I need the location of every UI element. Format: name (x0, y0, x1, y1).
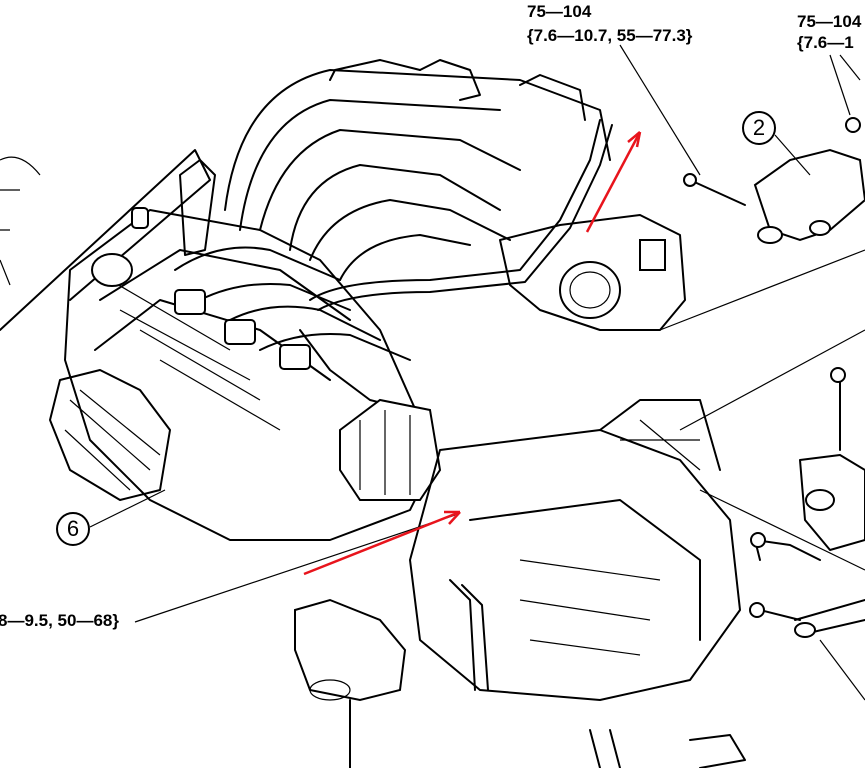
torque-spec-top-right: 75—104 {7.6—1 (797, 13, 861, 52)
torque-spec-left: 8—9.5, 50—68} (0, 612, 119, 630)
throttle-body (499, 214, 686, 331)
callout-2: 2 (742, 111, 776, 145)
alternator (49, 369, 171, 501)
torque-spec-metric: {7.6—1 (797, 33, 854, 52)
red-arrows (303, 131, 642, 576)
vacuum-hose (309, 119, 613, 311)
distributor (339, 398, 442, 501)
torque-spec-value: 75—104 (527, 2, 592, 21)
torque-spec-top-center: 75—104 {7.6—10.7, 55—77.3} (527, 3, 692, 45)
leader-lines (89, 44, 865, 701)
torque-spec-metric: {7.6—10.7, 55—77.3} (527, 26, 693, 45)
torque-spec-value: 75—104 (797, 12, 862, 31)
spark-plug-wires (174, 246, 431, 441)
arrow-lower (303, 510, 461, 576)
intake-manifold (224, 59, 611, 281)
left-panel (0, 149, 211, 331)
engine-mount-lower (294, 579, 489, 769)
arrow-upper (585, 131, 642, 233)
callout-6: 6 (56, 512, 90, 546)
bolts (683, 117, 861, 621)
right-mount-parts (589, 148, 865, 769)
torque-spec-metric: 8—9.5, 50—68} (0, 611, 119, 630)
transaxle (409, 399, 741, 701)
